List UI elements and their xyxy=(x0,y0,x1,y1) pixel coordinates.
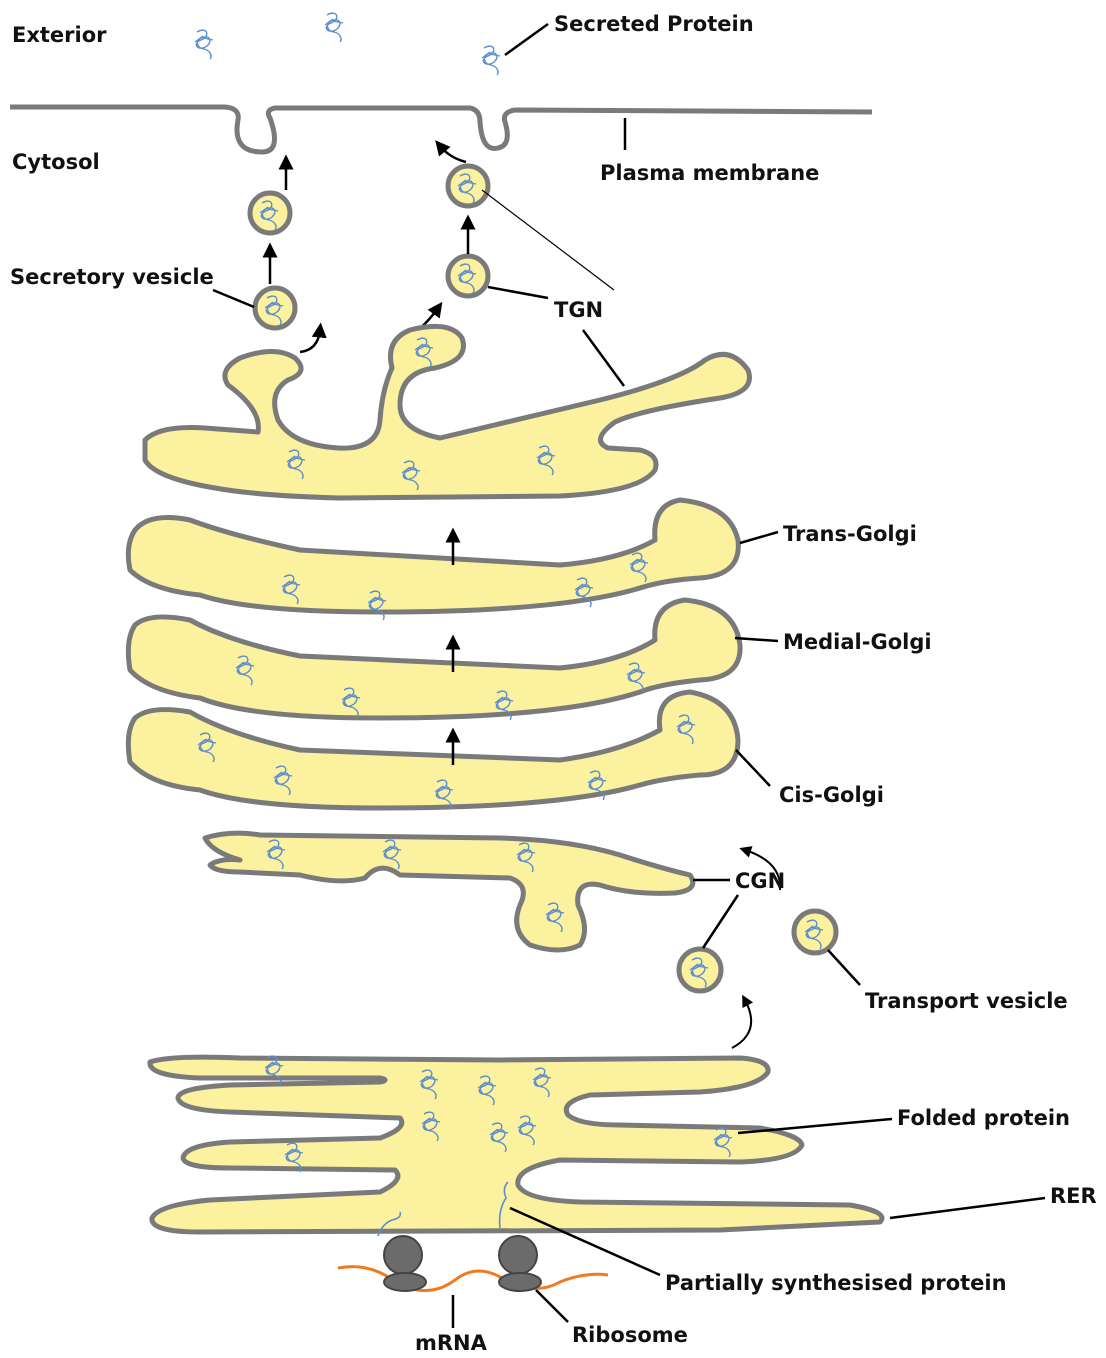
secreted-protein-icon xyxy=(195,13,500,75)
label-mrna: mRNA xyxy=(415,1331,488,1355)
rer-organelle xyxy=(150,1057,882,1232)
label-medial-golgi: Medial-Golgi xyxy=(783,630,932,654)
secretory-vesicles xyxy=(250,166,488,328)
mrna-strand xyxy=(338,1267,608,1291)
label-folded-protein: Folded protein xyxy=(897,1106,1070,1130)
medial-golgi-cisterna xyxy=(128,600,740,718)
tgn-organelle xyxy=(145,326,749,498)
label-secreted-protein: Secreted Protein xyxy=(554,12,754,36)
label-partially-synthesised-protein: Partially synthesised protein xyxy=(665,1271,1007,1295)
label-rer: RER xyxy=(1050,1184,1097,1208)
trans-golgi-cisterna xyxy=(128,500,738,612)
label-secretory-vesicle: Secretory vesicle xyxy=(10,265,214,289)
label-cgn: CGN xyxy=(735,869,785,893)
label-transport-vesicle: Transport vesicle xyxy=(865,989,1068,1013)
label-exterior: Exterior xyxy=(12,23,107,47)
cgn-organelle xyxy=(205,833,693,950)
vesicle-arrows xyxy=(270,146,468,352)
label-trans-golgi: Trans-Golgi xyxy=(783,522,917,546)
ribosome-icon xyxy=(384,1236,541,1291)
label-ribosome: Ribosome xyxy=(572,1323,688,1347)
label-tgn: TGN xyxy=(554,298,603,322)
label-plasma-membrane: Plasma membrane xyxy=(600,161,819,185)
label-cytosol: Cytosol xyxy=(12,150,100,174)
label-cis-golgi: Cis-Golgi xyxy=(779,783,884,807)
